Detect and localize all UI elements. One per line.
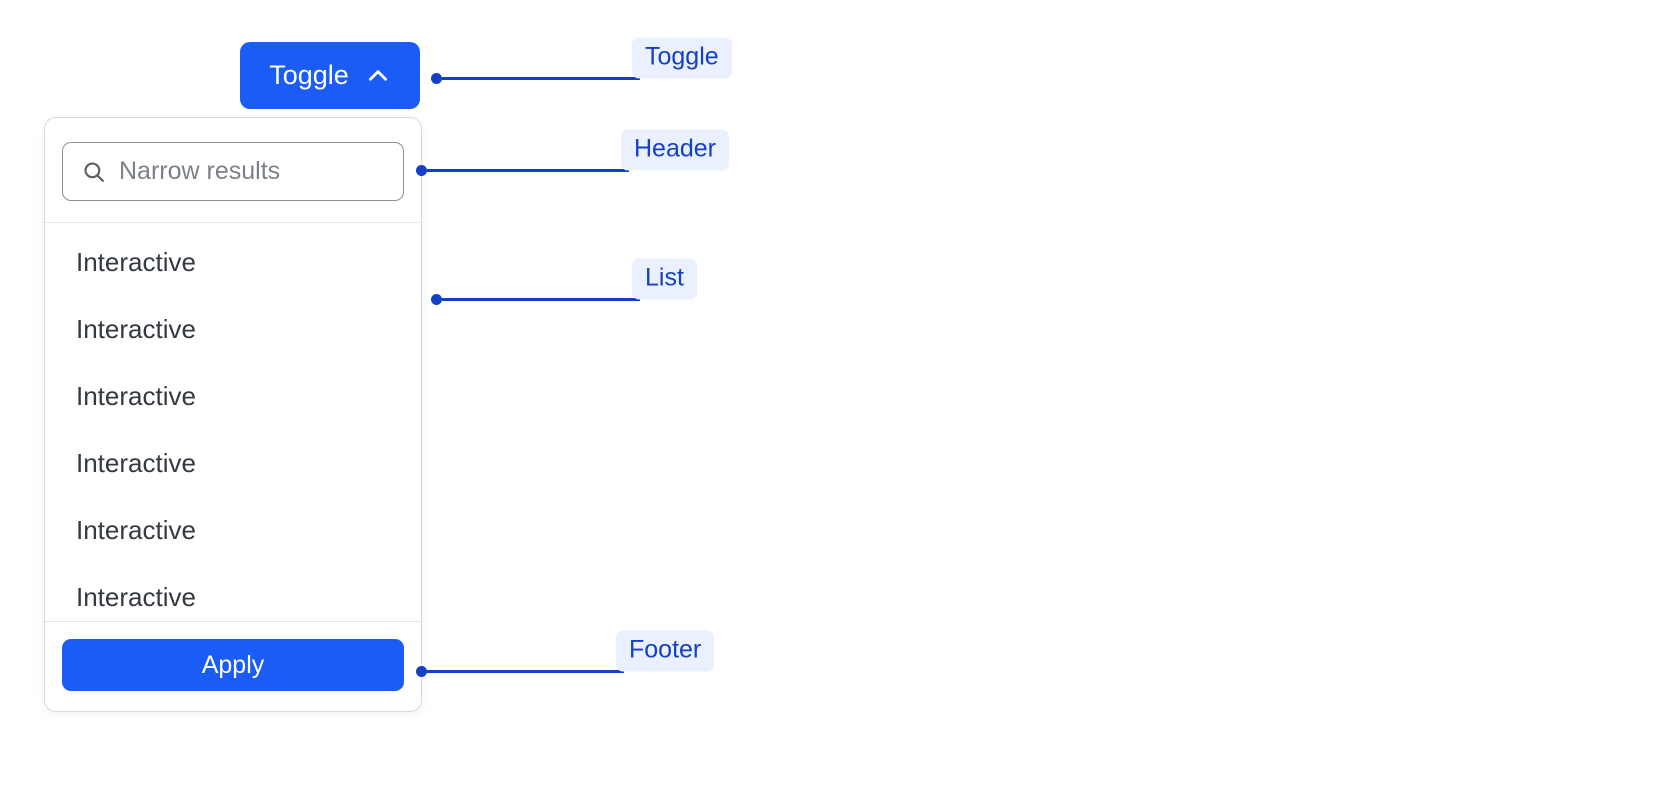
annotation-dot [431,72,442,84]
dropdown-panel: Interactive Interactive Interactive Inte… [44,117,422,712]
annotation-label-footer: Footer [616,630,715,671]
search-icon [81,159,107,185]
list-item[interactable]: Interactive [45,564,421,621]
annotation-label-header: Header [621,129,729,170]
annotation-line [442,297,640,301]
search-input-wrapper[interactable] [62,142,404,201]
toggle-button-label: Toggle [269,60,349,90]
panel-footer: Apply [45,621,421,711]
list-item-label: Interactive [76,247,196,277]
panel-list: Interactive Interactive Interactive Inte… [45,223,421,621]
apply-button[interactable]: Apply [62,639,404,691]
list-item[interactable]: Interactive [45,229,421,296]
list-item[interactable]: Interactive [45,430,421,497]
list-item-label: Interactive [76,582,196,612]
toggle-button[interactable]: Toggle [240,42,420,109]
annotation-line [427,669,624,673]
list-item-label: Interactive [76,381,196,411]
list-item[interactable]: Interactive [45,296,421,363]
list-item[interactable]: Interactive [45,363,421,430]
annotation-label-list: List [632,258,697,299]
list-item[interactable]: Interactive [45,497,421,564]
annotation-line [442,76,640,80]
annotation-line [427,168,629,172]
list-item-label: Interactive [76,448,196,478]
list-item-label: Interactive [76,515,196,545]
chevron-up-icon [365,63,391,89]
annotation-dot [416,164,427,176]
search-input[interactable] [119,157,403,186]
panel-header [45,118,421,223]
annotation-label-toggle: Toggle [632,37,732,78]
annotation-dot [431,293,442,305]
annotation-dot [416,665,427,677]
list-item-label: Interactive [76,314,196,344]
